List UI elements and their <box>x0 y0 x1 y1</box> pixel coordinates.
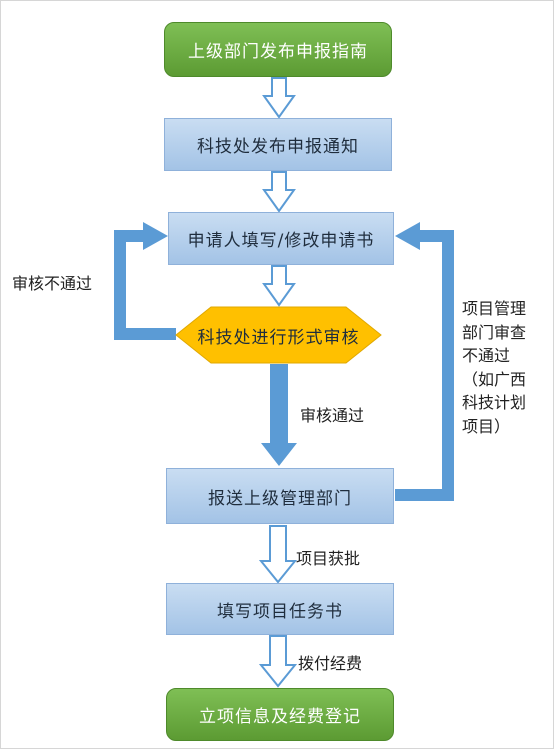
loop-review-fail-head <box>143 222 168 250</box>
label-dept-fail: 项目管理 部门审查 不通过 （如广西 科技计划 项目） <box>462 297 526 438</box>
step-fill-label: 申请人填写/修改申请书 <box>187 231 375 251</box>
label-review-pass: 审核通过 <box>300 406 365 425</box>
step-guide-label: 上级部门发布申报指南 <box>188 42 368 62</box>
arrow-submit-to-task <box>258 525 298 584</box>
label-funding: 拨付经费 <box>298 654 363 673</box>
label-dept-fail-line: 科技计划 <box>462 393 527 412</box>
step-notice: 科技处发布申报通知 <box>164 118 392 171</box>
label-dept-fail-line: 不通过 <box>462 346 511 365</box>
step-register: 立项信息及经费登记 <box>166 688 394 741</box>
review-decision-shape <box>175 306 382 364</box>
label-approved: 项目获批 <box>296 549 361 568</box>
arrow-review-pass <box>261 364 297 466</box>
step-task: 填写项目任务书 <box>166 583 394 635</box>
label-dept-fail-line: 项目管理 <box>462 299 527 318</box>
arrow-fill-to-review <box>262 265 296 307</box>
label-dept-fail-line: （如广西 <box>462 369 527 389</box>
loop-dept-fail <box>395 230 454 501</box>
step-task-label: 填写项目任务书 <box>217 601 343 622</box>
arrow-notice-to-fill <box>262 171 296 213</box>
arrow-guide-to-notice <box>262 77 296 119</box>
loop-dept-fail-head <box>395 222 420 250</box>
step-guide: 上级部门发布申报指南 <box>164 22 392 77</box>
label-dept-fail-line: 部门审查 <box>462 322 527 342</box>
step-review: 科技处进行形式审核 <box>176 307 381 363</box>
step-register-label: 立项信息及经费登记 <box>199 707 361 727</box>
label-dept-fail-line: 项目） <box>462 416 511 436</box>
arrow-task-to-register <box>258 635 298 688</box>
step-submit: 报送上级管理部门 <box>166 468 394 524</box>
step-fill: 申请人填写/修改申请书 <box>168 212 394 265</box>
label-review-fail: 审核不通过 <box>12 274 93 293</box>
loop-review-fail <box>114 230 176 340</box>
step-notice-label: 科技处发布申报通知 <box>197 137 359 157</box>
step-submit-label: 报送上级管理部门 <box>208 488 352 509</box>
step-review-label: 科技处进行形式审核 <box>197 327 360 348</box>
